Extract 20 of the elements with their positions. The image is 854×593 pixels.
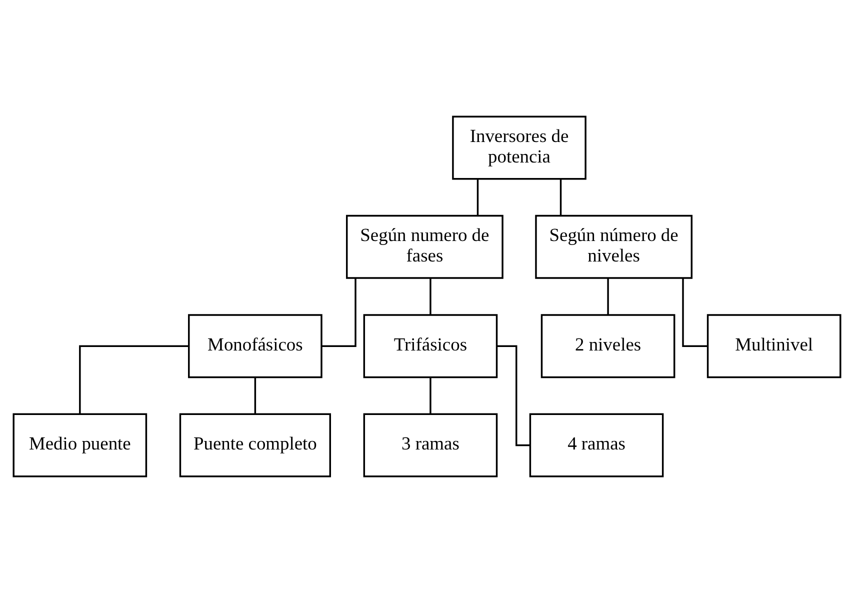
- connector: [560, 179, 562, 216]
- node-box: 3 ramas: [363, 413, 498, 478]
- connector: [322, 278, 356, 347]
- node-box: Según número de niveles: [535, 214, 692, 279]
- node-box: Puente completo: [179, 413, 331, 478]
- node-box: Trifásicos: [363, 314, 498, 378]
- node-box: Monofásicos: [188, 314, 322, 378]
- node-box: Medio puente: [12, 413, 148, 478]
- node-box: 2 niveles: [540, 314, 676, 378]
- connector: [430, 377, 432, 414]
- connector: [682, 278, 708, 347]
- node-box: Inversores de potencia: [452, 116, 586, 180]
- node-box: Multinivel: [706, 314, 842, 378]
- node-box: Según numero de fases: [346, 214, 504, 279]
- connector: [254, 377, 256, 414]
- connector: [430, 278, 432, 315]
- connector: [607, 278, 609, 315]
- connector: [476, 179, 479, 216]
- node-box: 4 ramas: [529, 413, 664, 478]
- connector: [79, 345, 188, 414]
